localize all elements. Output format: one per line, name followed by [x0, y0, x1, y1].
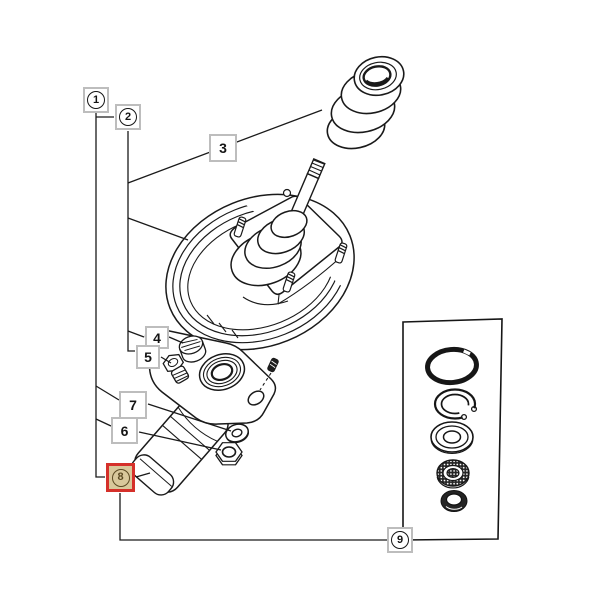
- flange-ear-hole: [247, 390, 265, 406]
- nut-item-6: [215, 442, 243, 466]
- callout-9-number: 9: [391, 531, 409, 549]
- small-seal-ring: [440, 490, 468, 512]
- brake-booster: [165, 157, 355, 351]
- master-cylinder: [130, 327, 279, 496]
- snap-ring: [433, 388, 478, 421]
- callout-1-number: 1: [87, 91, 105, 109]
- callout-5-number: 5: [144, 349, 152, 365]
- repair-kit: [402, 318, 503, 541]
- callout-9[interactable]: 9: [387, 527, 413, 553]
- reservoir-bore: [198, 353, 246, 391]
- callout-2-number: 2: [119, 108, 137, 126]
- callout-5[interactable]: 5: [136, 345, 160, 369]
- dust-boot: [326, 55, 405, 150]
- callout-8-highlighted[interactable]: 8: [106, 463, 135, 492]
- fitting-item-5: [162, 353, 190, 384]
- o-ring: [425, 346, 479, 386]
- cap-item-4: [178, 335, 207, 363]
- flange-stud: [259, 357, 279, 391]
- knurled-seal: [436, 459, 470, 489]
- callout-3-number: 3: [219, 140, 227, 156]
- leader-lines: [95, 109, 387, 541]
- booster-boss: [230, 209, 308, 287]
- callout-3[interactable]: 3: [209, 134, 237, 162]
- callout-2[interactable]: 2: [115, 104, 141, 130]
- callout-4-number: 4: [153, 329, 161, 346]
- callout-8-number: 8: [111, 468, 130, 487]
- seal-washer: [430, 421, 474, 455]
- callout-7-number: 7: [129, 397, 137, 413]
- washer-item-7: [225, 423, 250, 444]
- callout-6[interactable]: 6: [111, 417, 138, 444]
- callout-7[interactable]: 7: [119, 391, 147, 419]
- callout-6-number: 6: [120, 422, 129, 439]
- callout-1[interactable]: 1: [83, 87, 109, 113]
